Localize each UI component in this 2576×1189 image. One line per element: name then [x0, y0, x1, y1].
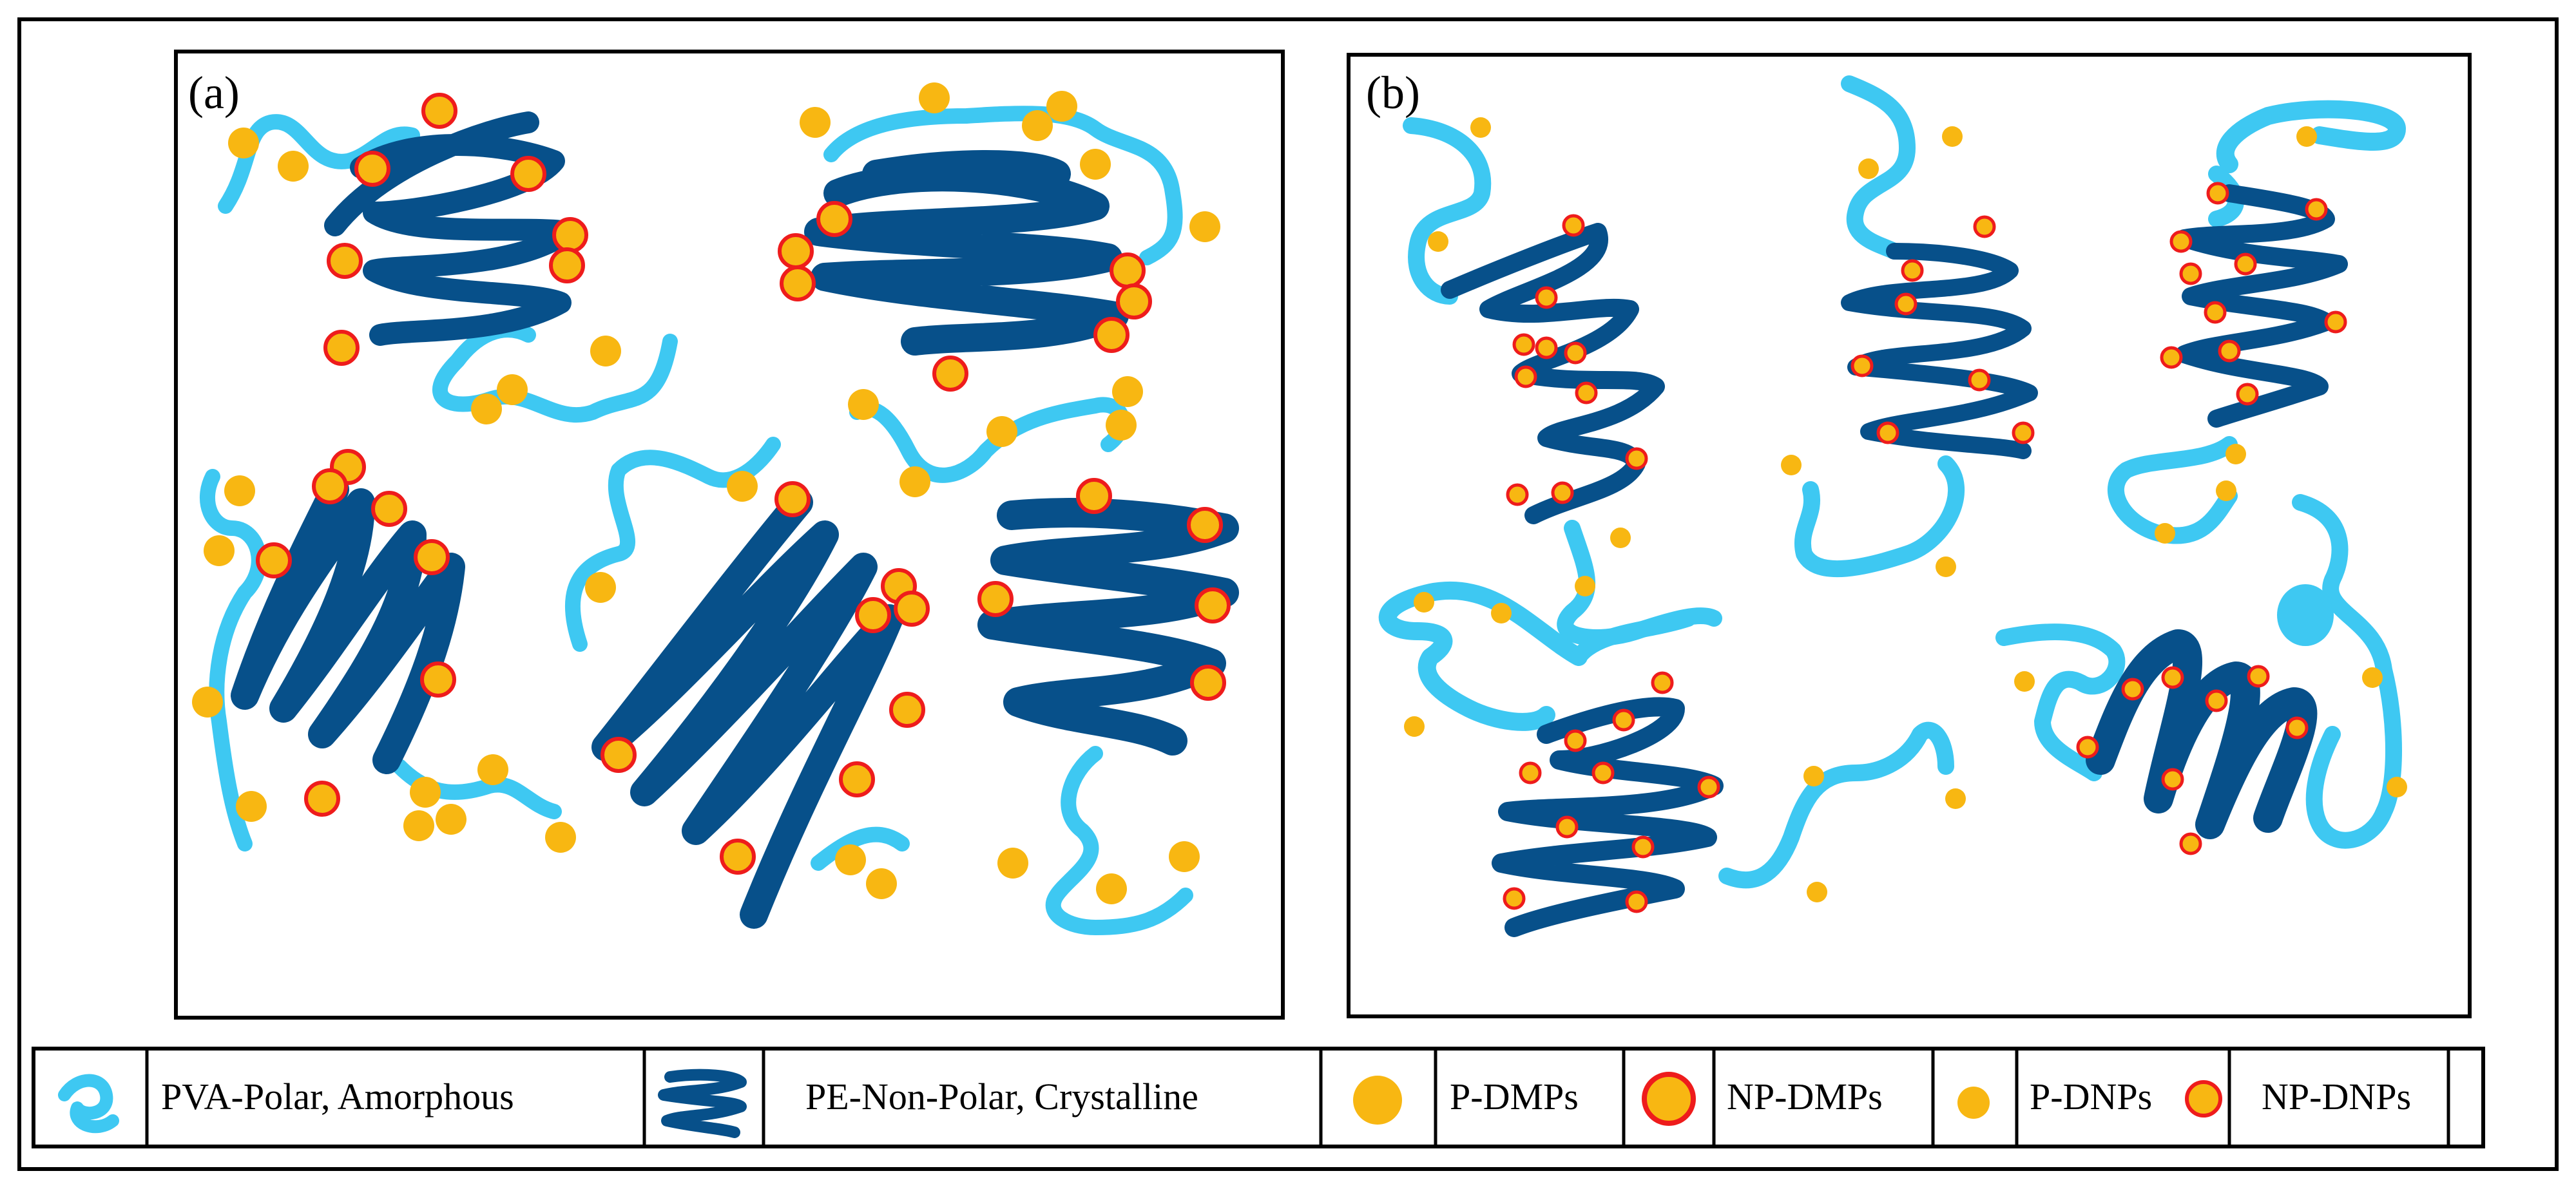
cluster-a1 [218, 95, 678, 424]
p-dmp-particle-icon [1353, 1076, 1402, 1125]
legend-label-pe: PE-Non-Polar, Crystalline [805, 1076, 1198, 1118]
panel-b: (b) [1347, 53, 2472, 1018]
outer-frame [17, 17, 2559, 1171]
legend-frame [32, 1047, 2485, 1148]
p-dnp-particle-icon [1957, 1087, 1990, 1119]
cluster-a3 [192, 451, 576, 853]
cluster-a2 [780, 82, 1220, 497]
np-dmp-particle-icon [1642, 1072, 1696, 1126]
pva-blob [2277, 584, 2334, 646]
legend-label-p-dmps: P-DMPs [1450, 1076, 1579, 1118]
legend-label-p-dnps: P-DNPs [2030, 1076, 2152, 1118]
pva-chain-icon [58, 1074, 119, 1134]
cluster-b5 [1995, 494, 2407, 853]
panel-a-label: (a) [188, 67, 240, 119]
legend-label-pva: PVA-Polar, Amorphous [161, 1076, 514, 1118]
cluster-b2 [1781, 75, 2038, 578]
cluster-b4 [1378, 581, 1966, 937]
cluster-a5 [977, 480, 1239, 935]
panel-a: (a) [174, 50, 1285, 1020]
pe-chain-icon [658, 1069, 747, 1138]
cluster-b3 [2107, 100, 2406, 544]
panel-b-label: (b) [1366, 67, 1420, 119]
legend: PVA-Polar, Amorphous PE-Non-Polar, Cryst… [32, 1047, 2485, 1148]
cluster-a4 [564, 437, 928, 929]
legend-label-np-dnps: NP-DNPs [2262, 1076, 2411, 1118]
legend-label-np-dmps: NP-DMPs [1727, 1076, 1883, 1118]
np-dnp-particle-icon [2185, 1080, 2222, 1118]
